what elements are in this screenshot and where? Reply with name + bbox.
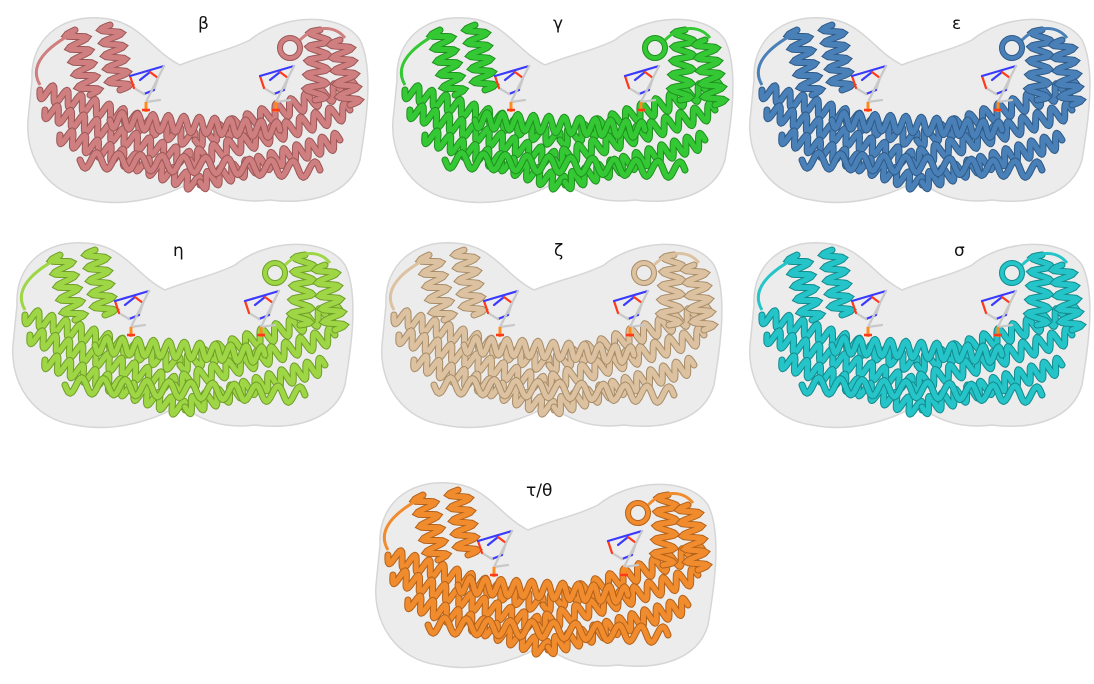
panel-eta: η [5, 235, 357, 435]
panel-tau-theta: τ/θ [368, 475, 720, 675]
panel-label-zeta: ζ [554, 243, 563, 260]
panel-label-sigma: σ [954, 243, 965, 260]
protein-structure-zeta [374, 235, 726, 435]
panel-sigma: σ [742, 235, 1094, 435]
panel-label-beta: β [198, 16, 209, 33]
panel-label-epsilon: ε [952, 16, 961, 33]
protein-structure-gamma [385, 10, 737, 210]
panel-gamma: γ [385, 10, 737, 210]
panel-label-gamma: γ [553, 16, 563, 33]
protein-structure-beta [20, 10, 372, 210]
panel-zeta: ζ [374, 235, 726, 435]
panel-beta: β [20, 10, 372, 210]
panel-epsilon: ε [742, 10, 1094, 210]
panel-label-eta: η [173, 243, 184, 260]
protein-structure-eta [5, 235, 357, 435]
protein-structure-sigma [742, 235, 1094, 435]
panel-label-tau-theta: τ/θ [526, 483, 552, 500]
protein-structure-epsilon [742, 10, 1094, 210]
protein-structure-tau-theta [368, 475, 720, 675]
